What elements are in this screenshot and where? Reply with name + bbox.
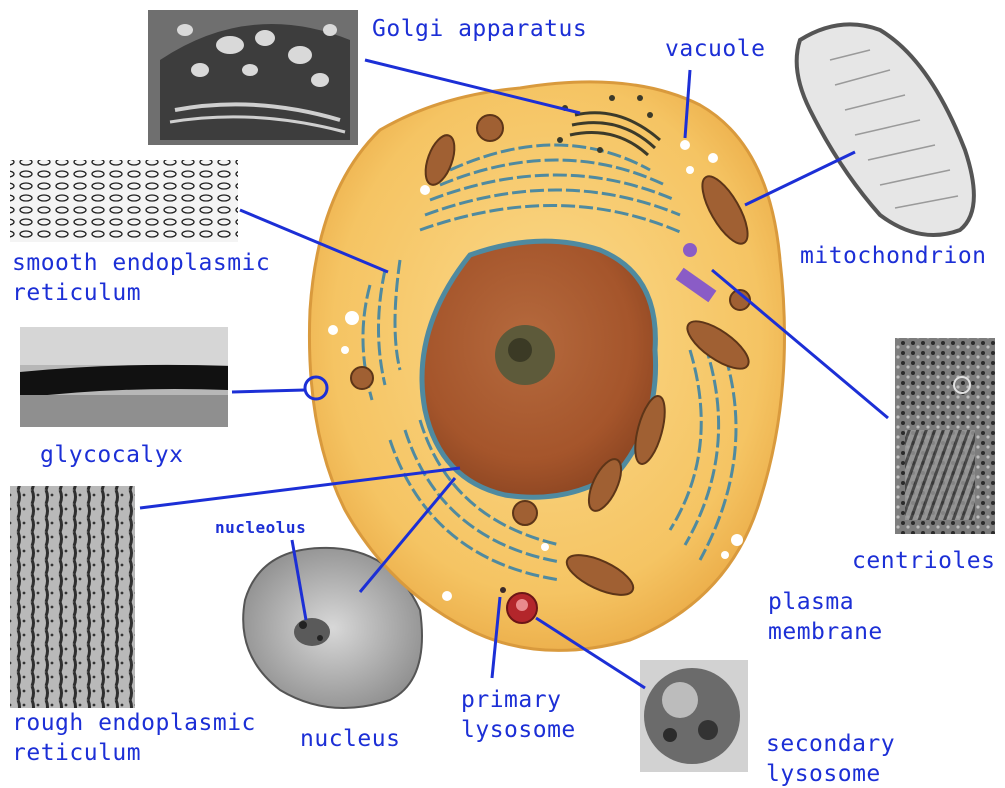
rough-er-micrograph	[10, 486, 135, 708]
mitochondrion-micrograph	[797, 24, 974, 235]
label-rough-er: rough endoplasmic reticulum	[12, 708, 256, 768]
label-primary-lysosome: primary lysosome	[461, 685, 576, 745]
label-plasma-line1: plasma	[768, 587, 883, 617]
glycocalyx-leader	[232, 390, 305, 392]
label-secondary-line1: secondary	[766, 729, 895, 759]
label-nucleus: nucleus	[300, 724, 400, 754]
label-vacuole: vacuole	[665, 34, 765, 64]
label-mitochondrion: mitochondrion	[800, 241, 987, 271]
golgi-micrograph	[148, 10, 358, 145]
secondary-lysosome-micrograph	[640, 660, 748, 772]
label-smooth-er-line1: smooth endoplasmic	[12, 248, 270, 278]
label-centrioles: centrioles	[852, 546, 995, 576]
label-glycocalyx: glycocalyx	[40, 440, 183, 470]
label-smooth-er: smooth endoplasmic reticulum	[12, 248, 270, 308]
label-secondary-lysosome: secondary lysosome	[766, 729, 895, 788]
label-smooth-er-line2: reticulum	[12, 278, 270, 308]
centrioles-micrograph	[895, 338, 995, 534]
label-rough-er-line1: rough endoplasmic	[12, 708, 256, 738]
primary-lysosome-shape	[500, 587, 506, 593]
label-secondary-line2: lysosome	[766, 759, 895, 788]
smooth-er-micrograph	[10, 160, 238, 242]
label-rough-er-line2: reticulum	[12, 738, 256, 768]
label-nucleolus: nucleolus	[215, 518, 306, 538]
label-plasma-membrane: plasma membrane	[768, 587, 883, 647]
label-plasma-line2: membrane	[768, 617, 883, 647]
label-primary-line1: primary	[461, 685, 576, 715]
label-golgi-apparatus: Golgi apparatus	[372, 14, 587, 44]
label-primary-line2: lysosome	[461, 715, 576, 745]
glycocalyx-micrograph	[20, 327, 228, 427]
